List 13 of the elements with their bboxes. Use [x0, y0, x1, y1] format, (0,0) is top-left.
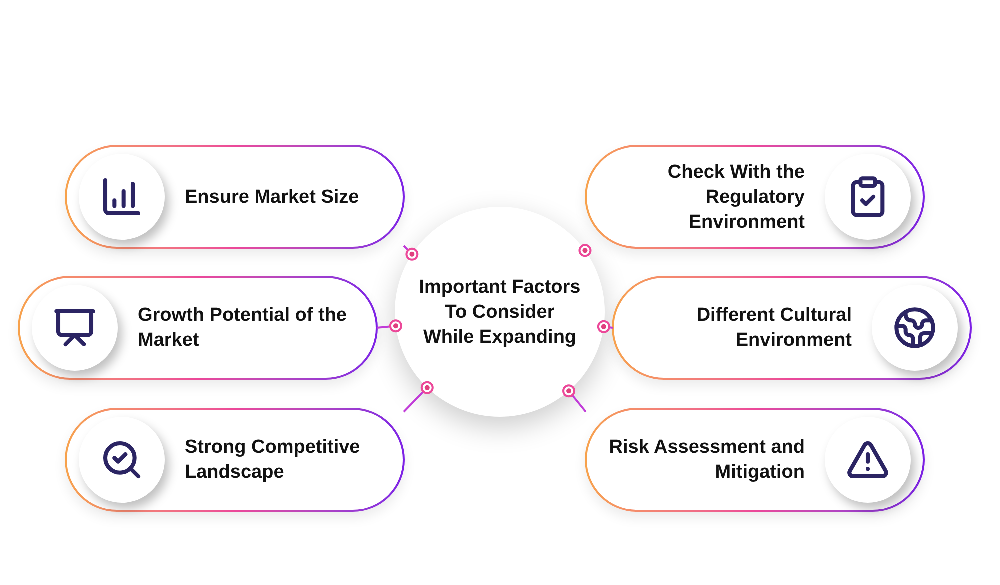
- connector-line: [562, 384, 587, 413]
- factor-label: Risk Assessment and Mitigation: [608, 436, 805, 485]
- center-title: Important Factors To Consider While Expanding: [419, 276, 581, 350]
- factor-label: Check With the Regulatory Environment: [666, 160, 805, 234]
- factor-label: Ensure Market Size: [185, 186, 360, 210]
- connector-line: [578, 244, 592, 258]
- factor-label: Growth Potential of the Market: [138, 304, 348, 353]
- factor-label: Strong Competitive Landscape: [185, 436, 362, 485]
- factor-label: Different Cultural Environment: [696, 304, 852, 353]
- connector-line: [403, 381, 434, 413]
- connector-line: [597, 320, 614, 334]
- connector-line: [403, 245, 419, 261]
- connector-line: [376, 320, 402, 333]
